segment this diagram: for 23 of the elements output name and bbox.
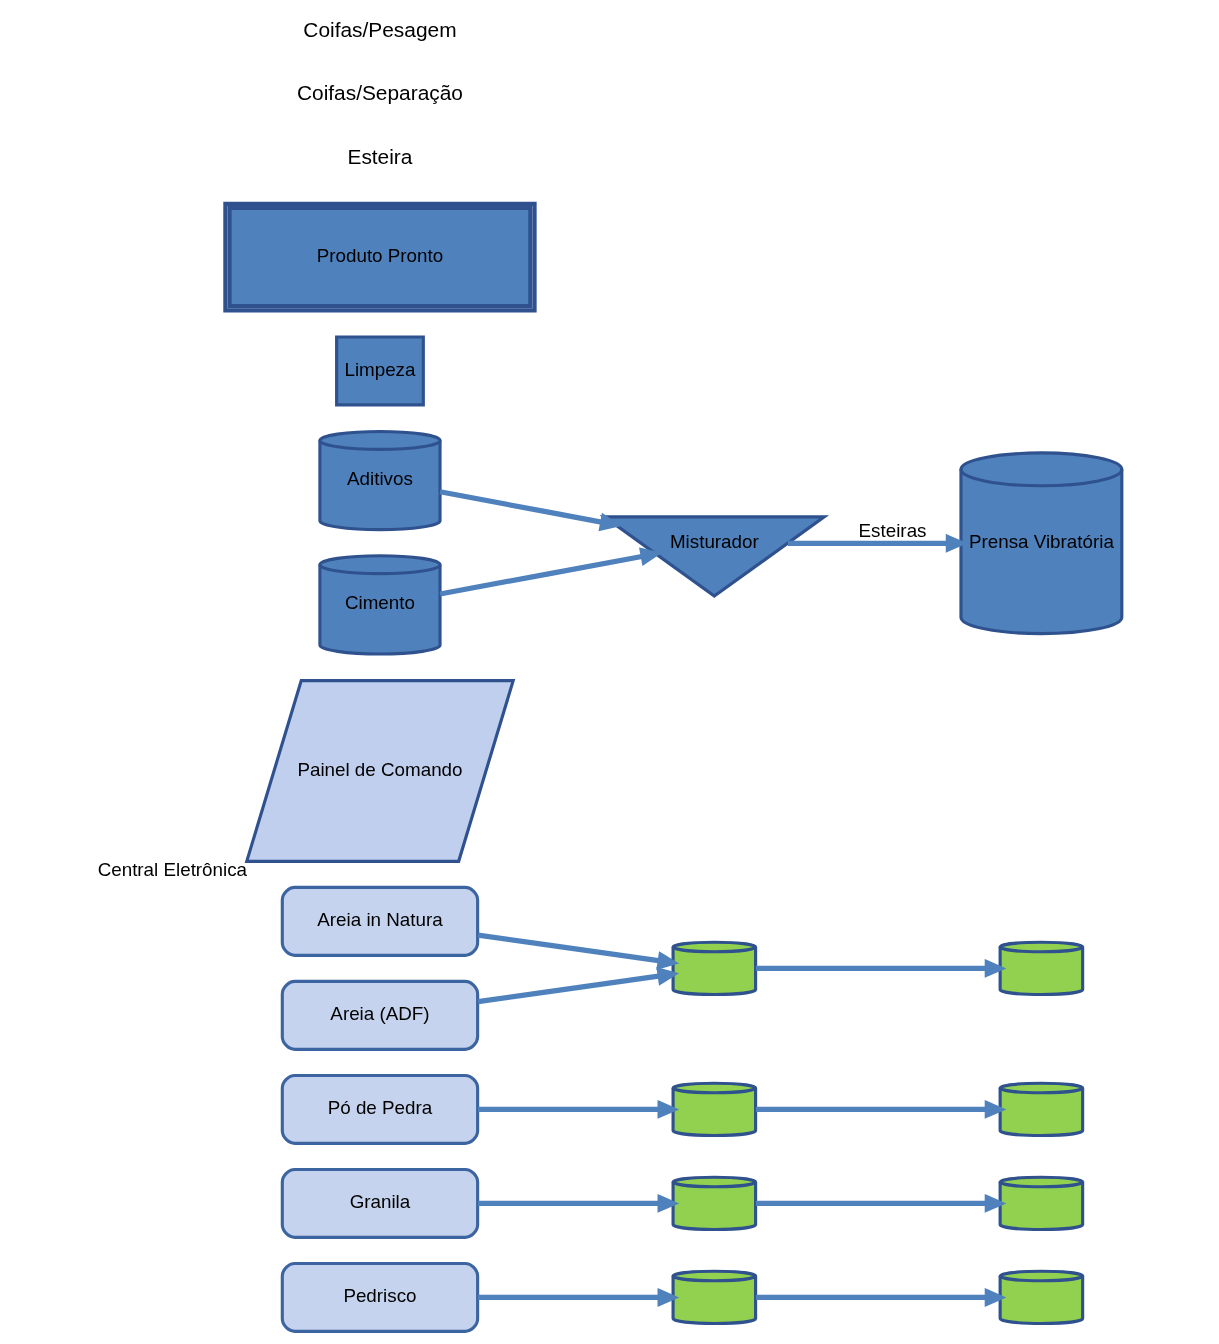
arrow: [755, 958, 1006, 978]
arrow: [477, 1099, 679, 1119]
node-box: Limpeza: [334, 335, 425, 407]
label: Coifas/Separação: [296, 81, 463, 105]
label: Esteira: [346, 145, 412, 169]
node-box: Granila: [280, 1167, 479, 1239]
node-label: Central Eletrônica: [97, 859, 247, 881]
arrow: [755, 1287, 1006, 1307]
arrow: [477, 1193, 679, 1213]
arrow: [439, 489, 621, 532]
arrow: [477, 932, 679, 970]
node-box: Pedrisco: [280, 1261, 479, 1333]
node-box: Areia in Natura: [280, 885, 479, 957]
arrow: [755, 1193, 1006, 1213]
arrow: [477, 966, 679, 1005]
arrow: [755, 1099, 1006, 1119]
node-box: Produto Pronto: [222, 201, 537, 313]
arrow: [439, 547, 662, 597]
arrow: [477, 1287, 679, 1307]
node-box: Areia (ADF): [280, 979, 479, 1051]
label: Coifas/Pesagem: [302, 17, 457, 41]
node-box: Pó de Pedra: [280, 1073, 479, 1145]
edge-label: Esteiras: [858, 520, 926, 542]
